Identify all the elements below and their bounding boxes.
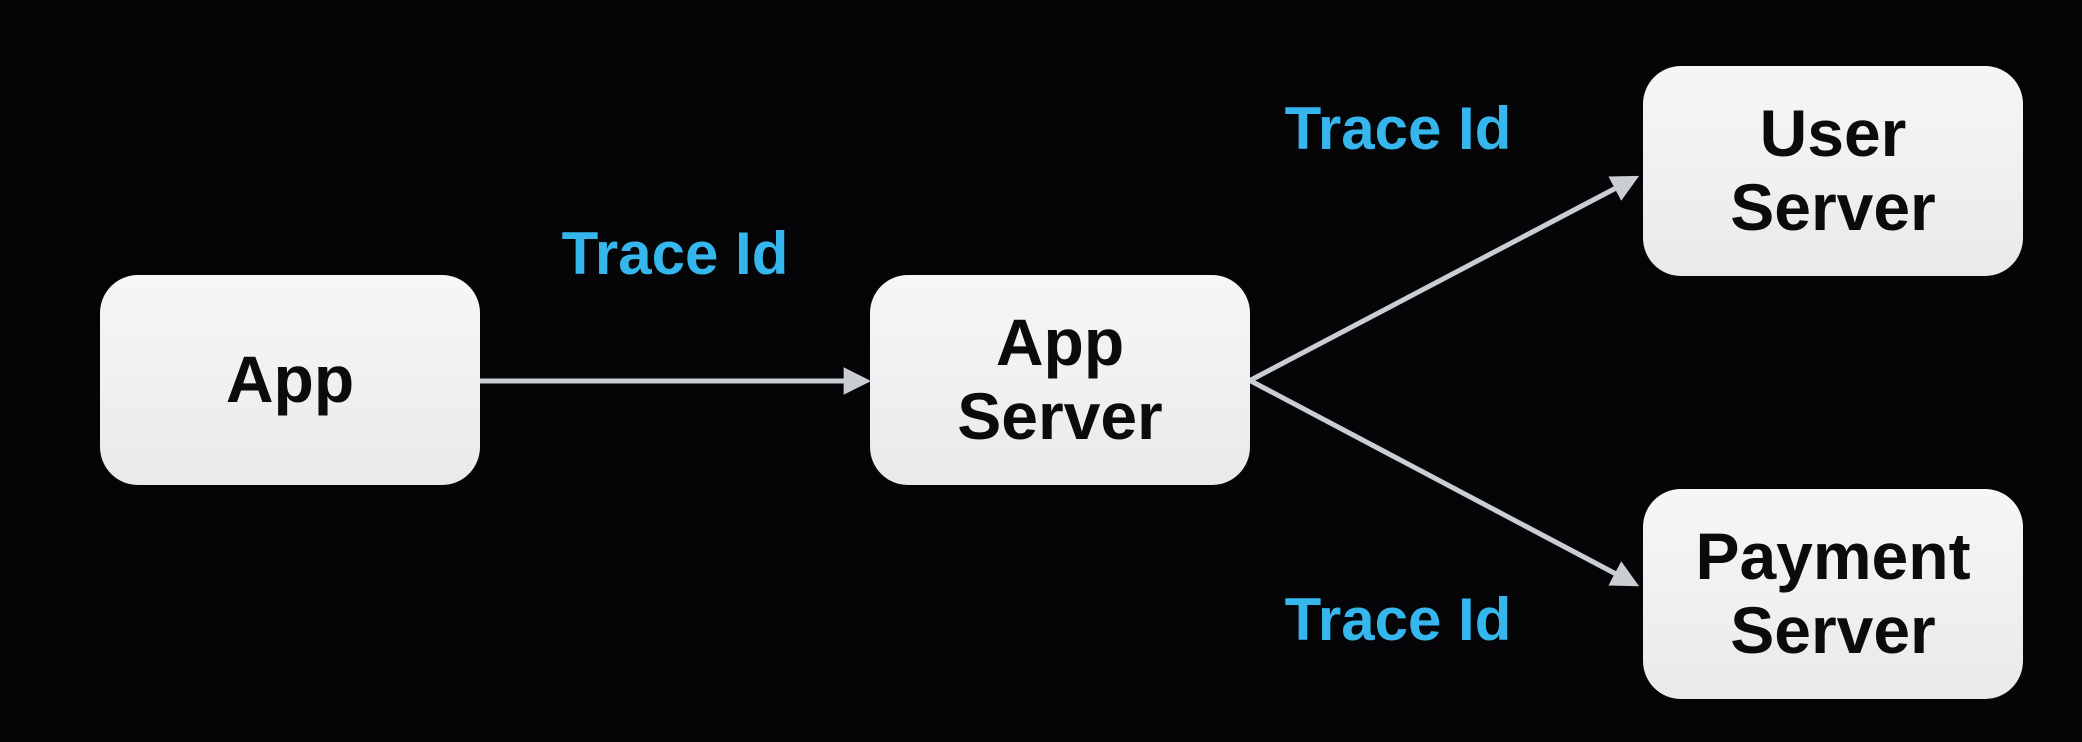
edge-app-server-to-user-server — [1247, 175, 1640, 384]
node-user-server: User Server — [1643, 66, 2023, 276]
edge-app-server-to-payment-server — [1247, 377, 1640, 587]
node-app-server: App Server — [870, 275, 1250, 485]
edge-label-trace-id-app-server-to-payment-server: Trace Id — [1284, 586, 1512, 653]
edge-label-trace-id-app-server-to-user-server: Trace Id — [1284, 95, 1512, 162]
node-app-label: App — [225, 342, 355, 417]
node-payment-server-label: Payment Server — [1695, 519, 1971, 667]
node-app-server-label: App Server — [957, 305, 1163, 453]
node-user-server-label: User Server — [1730, 96, 1936, 244]
node-app: App — [100, 275, 480, 485]
node-payment-server: Payment Server — [1643, 489, 2023, 699]
edge-label-trace-id-app-to-app-server: Trace Id — [561, 220, 789, 287]
